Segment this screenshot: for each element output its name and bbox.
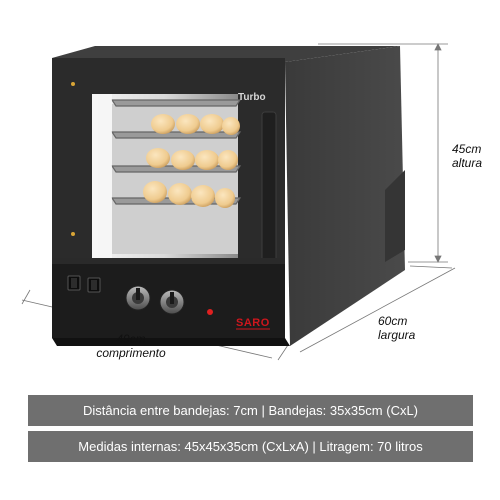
timer-knob[interactable] <box>125 285 151 311</box>
spec-banner-trays: Distância entre bandejas: 7cm | Bandejas… <box>28 395 473 426</box>
spec-banner-internal: Medidas internas: 45x45x35cm (CxLxA) | L… <box>28 431 473 462</box>
glass-reflection <box>92 94 112 260</box>
temperature-knob[interactable] <box>159 289 185 315</box>
height-label: altura <box>452 156 483 170</box>
oven-base <box>52 338 290 346</box>
width-value: 49cm <box>116 332 146 346</box>
depth-label: largura <box>378 328 416 342</box>
light-switch[interactable] <box>87 277 101 293</box>
brand-logo: SARO <box>236 317 270 329</box>
depth-value: 60cm <box>378 314 408 328</box>
oven-side <box>285 46 405 346</box>
power-switch[interactable] <box>67 275 81 291</box>
height-value: 45cm <box>452 142 482 156</box>
hinge-top <box>71 82 75 86</box>
width-dimension: 49cm comprimento <box>90 332 172 360</box>
height-dimension: 45cm altura <box>452 142 482 170</box>
indicator-light <box>207 309 213 315</box>
bread-rolls <box>143 114 240 208</box>
depth-dimension: 60cm largura <box>378 314 415 342</box>
turbo-badge: Turbo <box>238 92 266 103</box>
side-vent <box>385 170 405 262</box>
width-label: comprimento <box>96 346 166 360</box>
hinge-bottom <box>71 232 75 236</box>
control-panel-bevel <box>52 258 285 264</box>
door-handle <box>261 111 277 267</box>
